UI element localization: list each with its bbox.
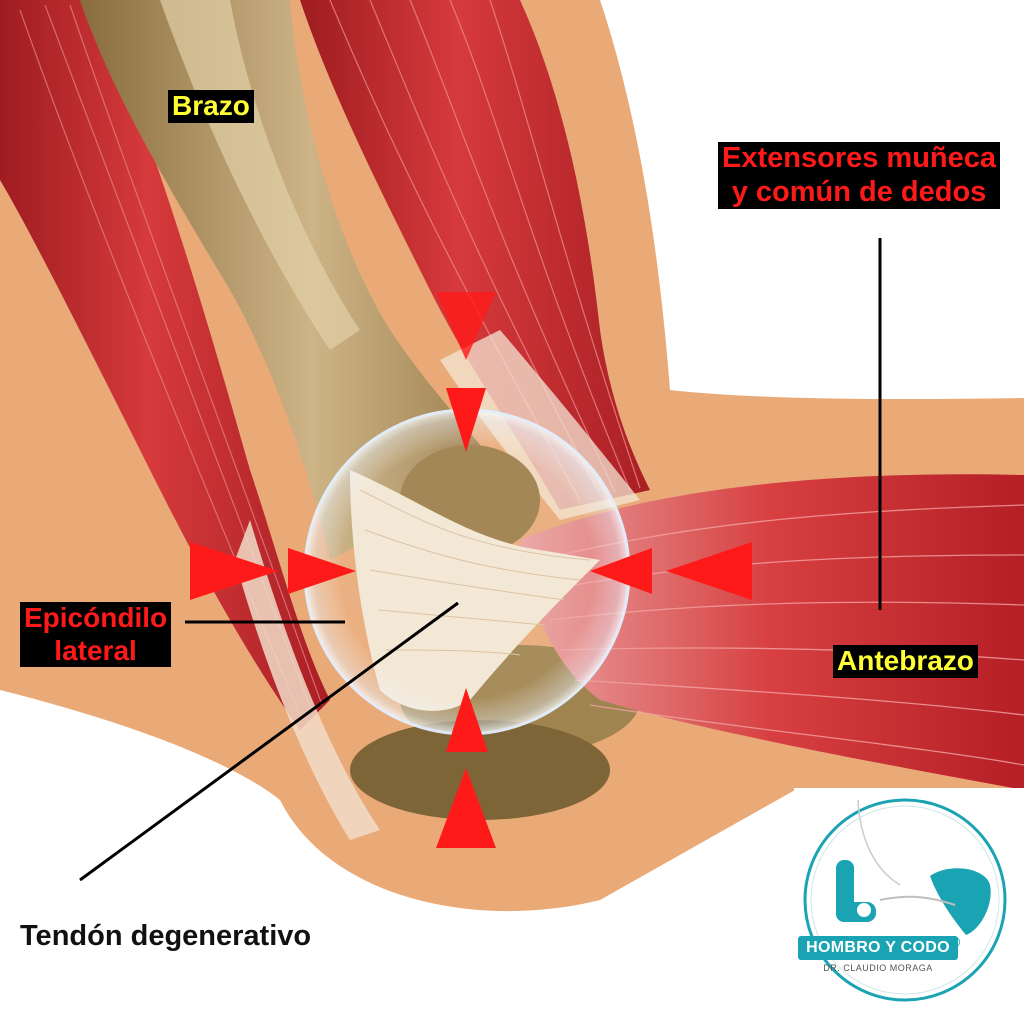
red-arrow-right-1 [666, 542, 752, 600]
label-antebrazo: Antebrazo [833, 645, 978, 678]
logo-brand: HOMBRO Y CODO [798, 936, 958, 960]
label-antebrazo-text: Antebrazo [833, 645, 978, 678]
label-epicondilo-line1: Epicóndilo [20, 602, 172, 635]
arrow-group [190, 292, 752, 848]
logo-registered: ® [950, 934, 961, 950]
label-extensores: Extensores muñeca y común de dedos [718, 142, 1001, 210]
label-epicondilo: Epicóndilo lateral [20, 602, 172, 668]
highlight-circle [303, 408, 631, 736]
red-arrow-left-1 [190, 542, 278, 600]
logo: HOMBRO Y CODO ® DR. CLAUDIO MORAGA [798, 934, 961, 973]
label-extensores-line1: Extensores muñeca [718, 142, 1001, 176]
label-brazo-text: Brazo [168, 90, 254, 123]
red-arrow-bottom-2 [446, 688, 488, 752]
red-arrow-right-2 [590, 548, 652, 594]
red-arrow-left-2 [288, 548, 356, 594]
label-tendon: Tendón degenerativo [20, 920, 312, 952]
logo-doctor: DR. CLAUDIO MORAGA [823, 963, 933, 973]
red-arrow-top-2 [446, 388, 486, 452]
label-extensores-line2: y común de dedos [718, 175, 1001, 210]
elbow-joint-logo-icon [803, 798, 1007, 1002]
red-arrow-bottom-1 [436, 768, 496, 848]
red-arrow-top-1 [436, 292, 496, 360]
leader-line-tendon [79, 601, 459, 882]
label-brazo: Brazo [168, 90, 254, 123]
label-epicondilo-line2: lateral [20, 634, 172, 668]
extensor-muscle [300, 0, 650, 510]
triceps-tendon [235, 520, 380, 840]
